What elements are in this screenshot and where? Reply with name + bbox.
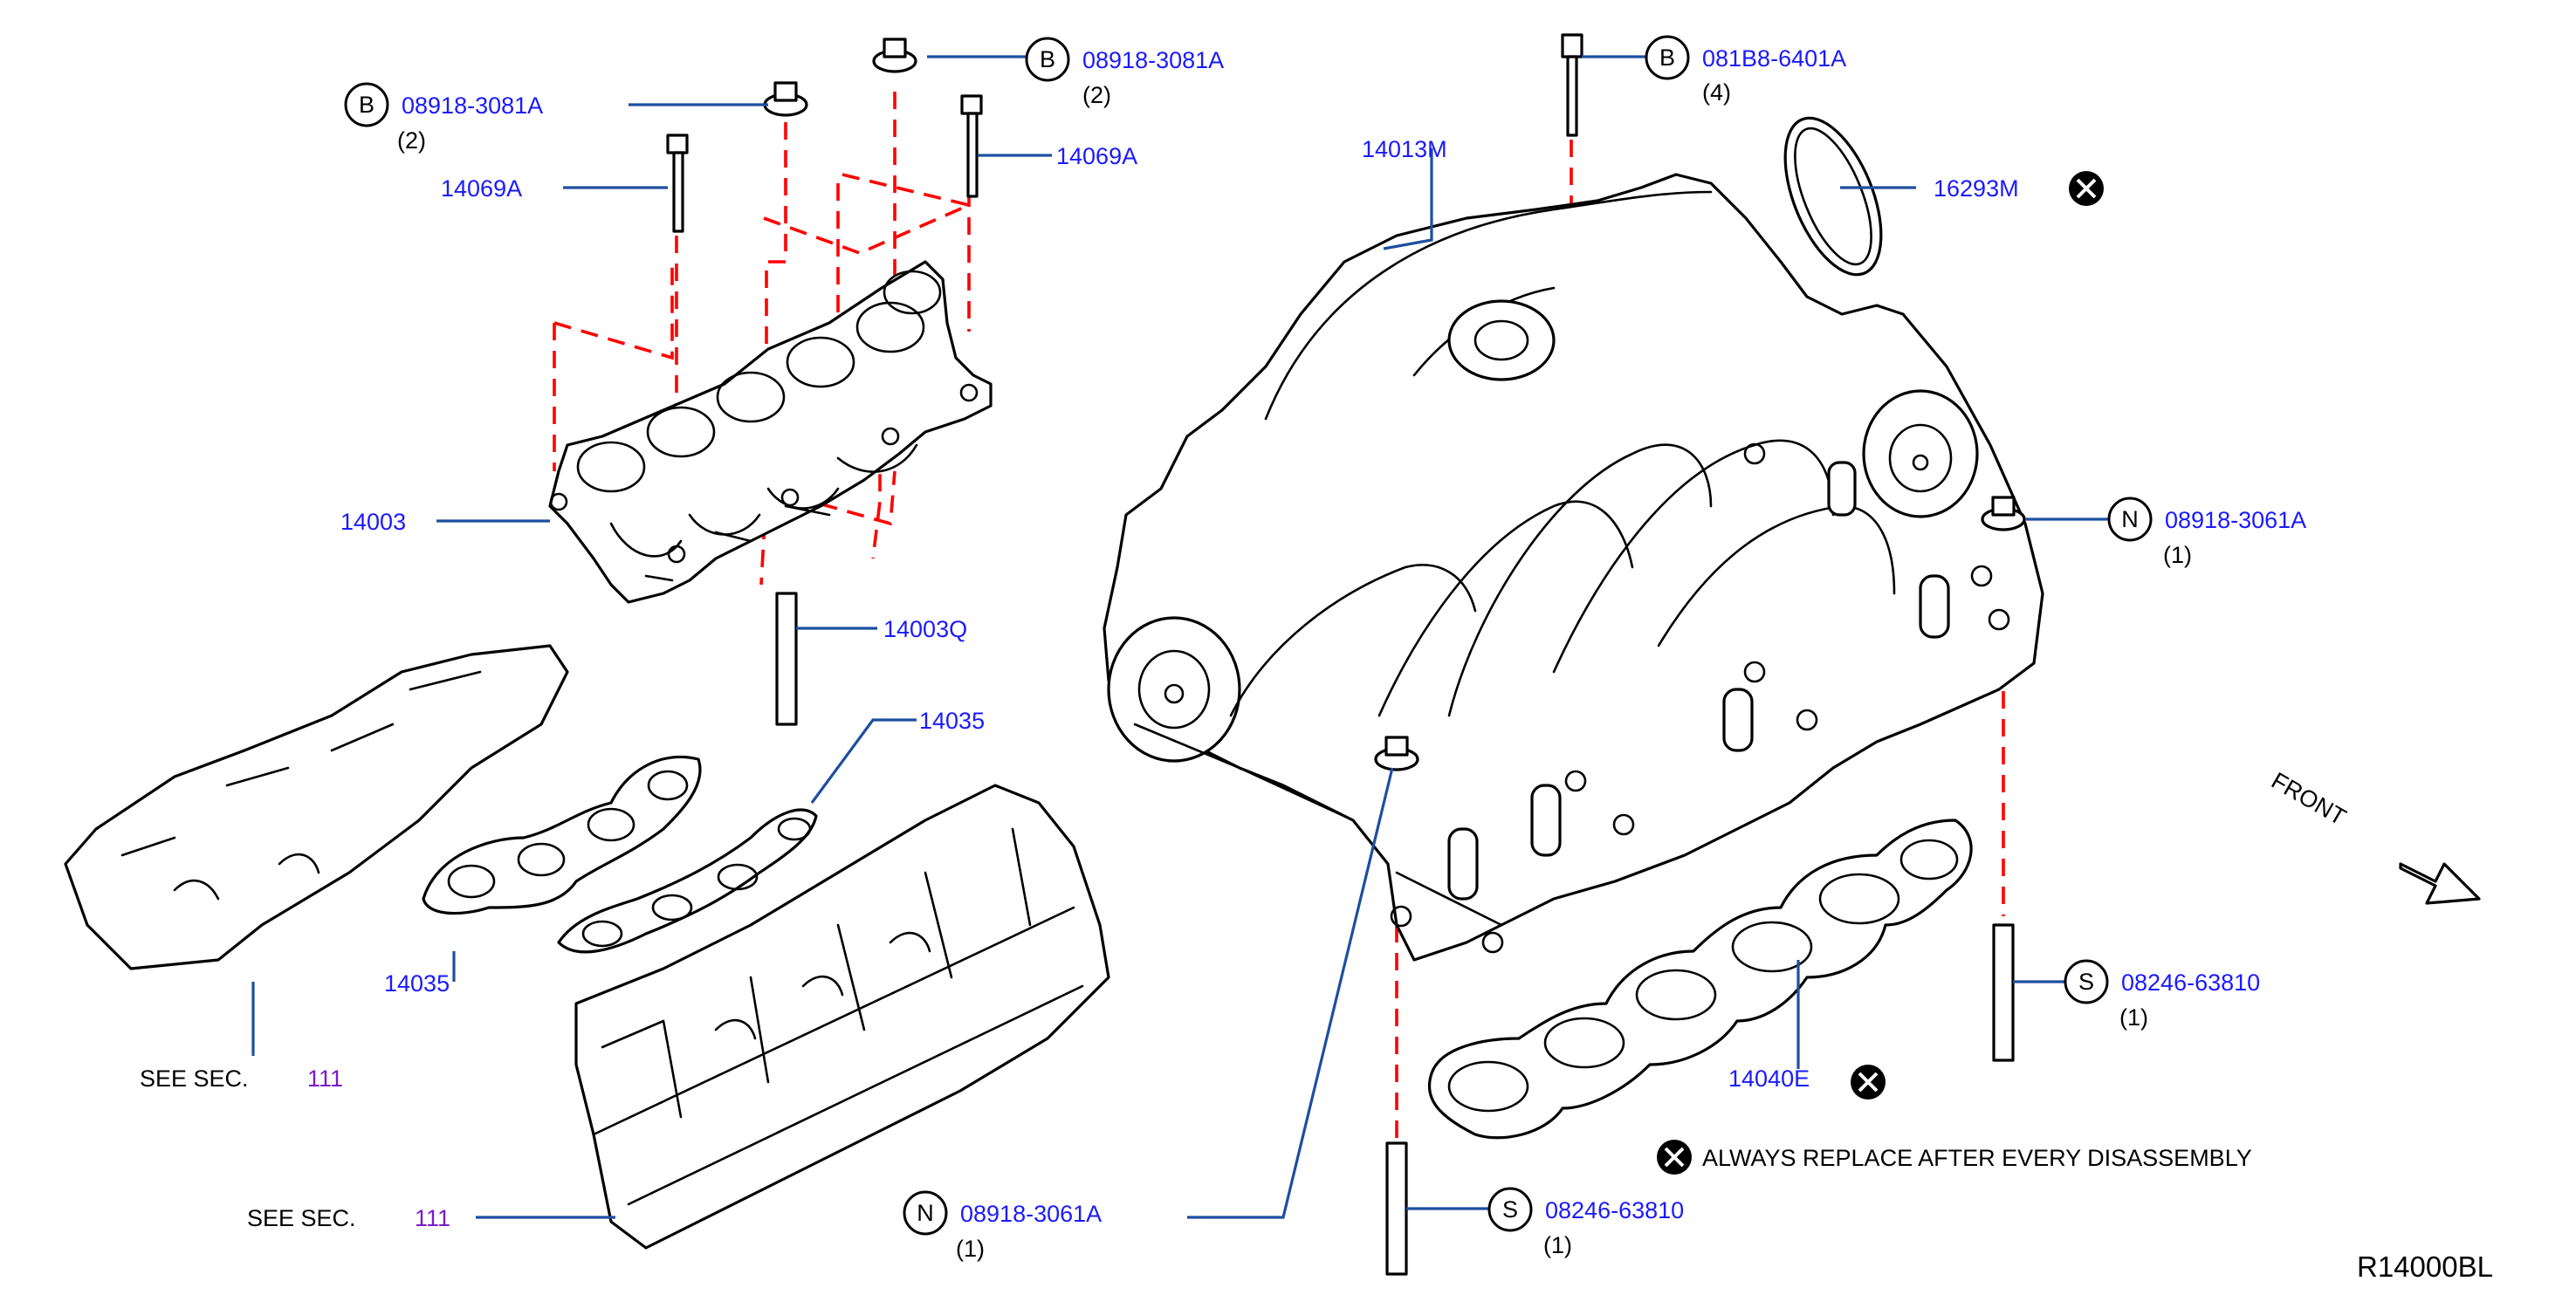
see-sec-lower: SEE SEC. 111 xyxy=(247,1205,450,1231)
label-gasket-upper: 14035 xyxy=(919,708,985,734)
callout-n-right: N 08918-3061A (1) xyxy=(2107,497,2306,568)
part-number: 08246-63810 xyxy=(2121,970,2260,996)
quantity: (1) xyxy=(956,1236,985,1262)
bolt-right-shank xyxy=(966,112,979,198)
nut-left-body xyxy=(773,81,798,102)
callout-symbol: S xyxy=(2078,969,2094,995)
label-upper-manifold: 14013M xyxy=(1362,136,1447,162)
stud-right xyxy=(1992,923,2015,1062)
callout-symbol: B xyxy=(1659,45,1675,71)
front-arrow-icon xyxy=(2399,862,2481,905)
intake-manifold-gasket xyxy=(1427,819,1973,1140)
label-intake-gasket: 14040E xyxy=(1728,1065,1810,1092)
bolt-left-shank xyxy=(672,151,684,233)
b-symbol-circle xyxy=(344,82,389,127)
see-sec-text: SEE SEC. xyxy=(247,1205,356,1231)
part-number: 081B8-6401A xyxy=(1702,45,1846,72)
replace-x-icon xyxy=(2069,171,2104,206)
quantity: (1) xyxy=(2163,542,2192,568)
n-symbol-circle xyxy=(2107,497,2153,542)
throttle-gasket-ring xyxy=(1783,116,1883,277)
quantity: (1) xyxy=(1543,1232,1572,1258)
cylinder-head-upper xyxy=(64,644,569,970)
lower-fasteners xyxy=(666,38,983,726)
callout-symbol: N xyxy=(2121,506,2139,532)
part-number: 08918-3061A xyxy=(2165,507,2306,533)
callout-s-bottom: S 08246-63810 (1) xyxy=(1487,1187,1684,1258)
replace-x-icon xyxy=(1851,1065,1886,1100)
callout-symbol: B xyxy=(359,92,374,118)
see-sec-number: 111 xyxy=(415,1205,450,1231)
label-lower-manifold: 14003 xyxy=(340,509,406,535)
callout-s-right: S 08246-63810 (1) xyxy=(2064,959,2260,1031)
bolt-left-head xyxy=(666,134,689,154)
callout-n-bottom: N 08918-3061A (1) xyxy=(903,1190,1102,1262)
see-sec-number: 111 xyxy=(307,1065,343,1092)
callout-symbol: N xyxy=(917,1200,934,1226)
quantity: (4) xyxy=(1702,79,1731,106)
quantity: (2) xyxy=(397,127,426,154)
label-bolt-left: 14069A xyxy=(441,175,522,202)
callout-b-right: B 081B8-6401A (4) xyxy=(1645,35,1846,106)
quantity: (2) xyxy=(1082,82,1111,108)
quantity: (1) xyxy=(2119,1004,2148,1031)
intake-gasket-left-lower xyxy=(422,755,702,915)
intake-gasket-left-upper xyxy=(557,808,818,954)
stud-bottom xyxy=(1385,1141,1408,1276)
lower-intake-manifold xyxy=(548,260,993,604)
see-sec-upper: SEE SEC. 111 xyxy=(140,1065,343,1092)
part-number: 08246-63810 xyxy=(1545,1197,1684,1223)
legend-text: ALWAYS REPLACE AFTER EVERY DISASSEMBLY xyxy=(1702,1145,2252,1171)
part-number: 08918-3081A xyxy=(1082,47,1224,73)
label-stud: 14003Q xyxy=(883,616,967,642)
label-bolt-right: 14069A xyxy=(1056,143,1137,169)
see-sec-text: SEE SEC. xyxy=(140,1065,249,1092)
nut-top-body xyxy=(883,38,907,58)
cylinder-head-lower xyxy=(574,784,1110,1250)
right-inlet xyxy=(1862,389,1979,518)
b-symbol-circle xyxy=(1645,35,1690,80)
part-number: 08918-3081A xyxy=(402,92,543,119)
callout-b-top: B 08918-3081A (2) xyxy=(1025,37,1224,108)
b-symbol-circle xyxy=(1025,37,1070,82)
upper-intake-manifold xyxy=(1103,173,2044,962)
diagram-id: R14000BL xyxy=(2357,1250,2493,1283)
label-throttle-gasket: 16293M xyxy=(1934,175,2019,202)
callout-symbol: S xyxy=(1502,1196,1518,1223)
s-symbol-circle xyxy=(1487,1187,1533,1232)
callout-symbol: B xyxy=(1040,46,1055,72)
bolt-081b8-shank xyxy=(1566,55,1578,137)
bolt-081b8-head xyxy=(1561,33,1583,58)
replace-x-icon xyxy=(1657,1140,1692,1175)
front-label: FRONT xyxy=(2267,767,2351,830)
callout-b-left: B 08918-3081A (2) xyxy=(344,82,543,154)
n-symbol-circle xyxy=(903,1190,948,1236)
front-direction-indicator: FRONT xyxy=(2267,767,2481,905)
s-symbol-circle xyxy=(2064,959,2109,1004)
bolt-right-head xyxy=(960,94,983,115)
upper-fasteners xyxy=(1374,33,2026,1276)
part-number: 08918-3061A xyxy=(960,1201,1102,1227)
throttle-body xyxy=(1107,616,1241,763)
legend: ALWAYS REPLACE AFTER EVERY DISASSEMBLY xyxy=(1657,1140,2252,1175)
stud-14003q xyxy=(775,592,798,726)
leader-lines xyxy=(251,55,2108,1219)
label-gasket-lower: 14035 xyxy=(384,970,450,997)
